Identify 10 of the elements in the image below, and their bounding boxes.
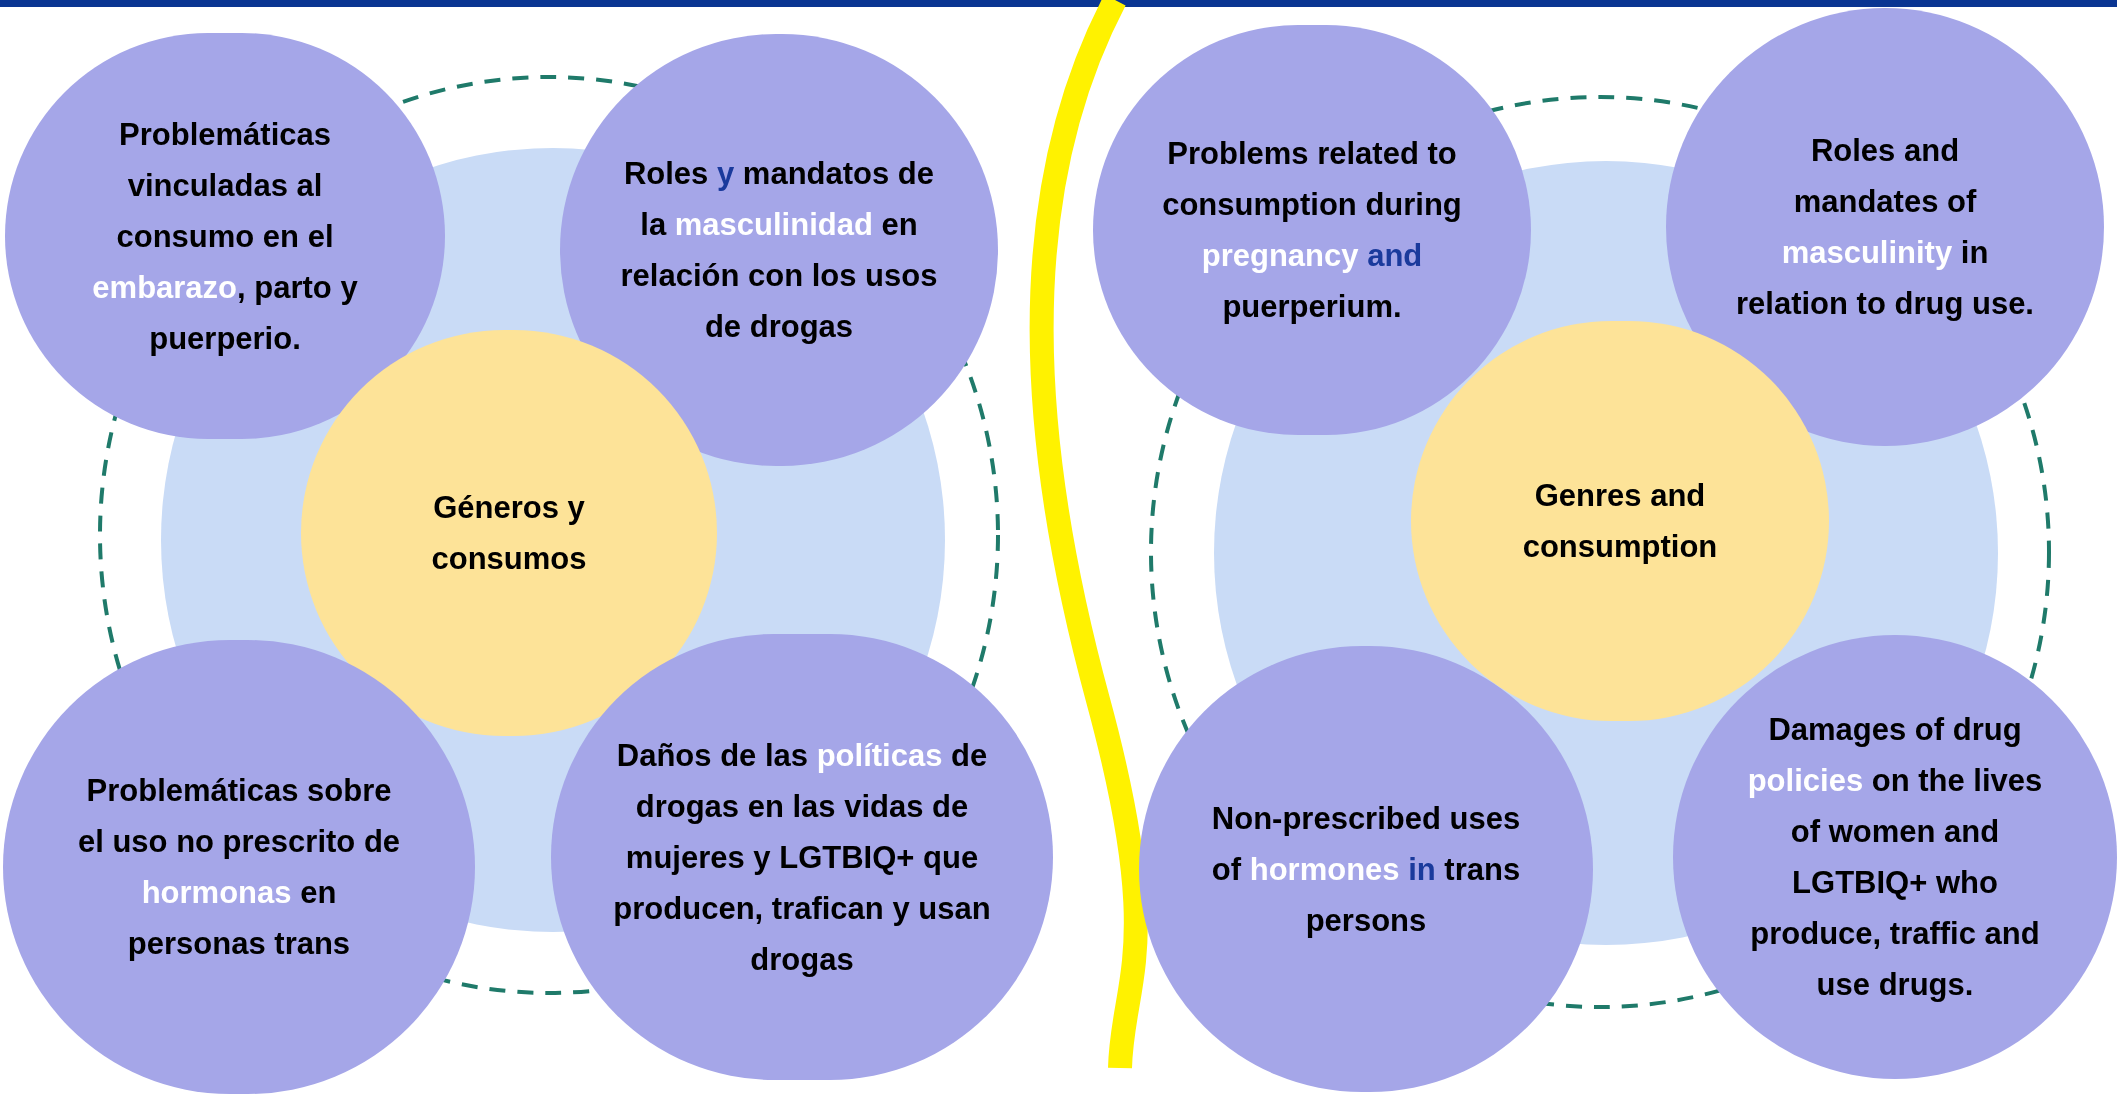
- circle-text: Roles and mandates of masculinity in relation to drug use.: [1735, 132, 2035, 323]
- circle-text: Problemáticas sobre el uso no prescrito de hormonas en personas trans: [76, 772, 402, 963]
- circle-text: Géneros y consumos: [430, 489, 588, 578]
- circle-text: Problemáticas vinculadas al consumo en el embarazo, parto y puerperio.: [91, 115, 359, 358]
- circle-text: Non-prescribed uses of hormones in trans persons: [1210, 799, 1522, 940]
- circle-text: Damages of drug policies on the lives of women and LGTBIQ+ who produce, traffic and use drugs.: [1746, 711, 2044, 1004]
- circle-text: Daños de las políticas de drogas en las vidas de mujeres y LGTBIQ+ que producen, trafican y usan drogas: [612, 736, 992, 979]
- circle-text: Problems related to consumption during pregnancy and puerperium.: [1161, 135, 1463, 326]
- circle-text: Genres and consumption: [1521, 477, 1719, 566]
- circle-text: Roles y mandatos de la masculinidad en relación con los usos de drogas: [619, 155, 939, 346]
